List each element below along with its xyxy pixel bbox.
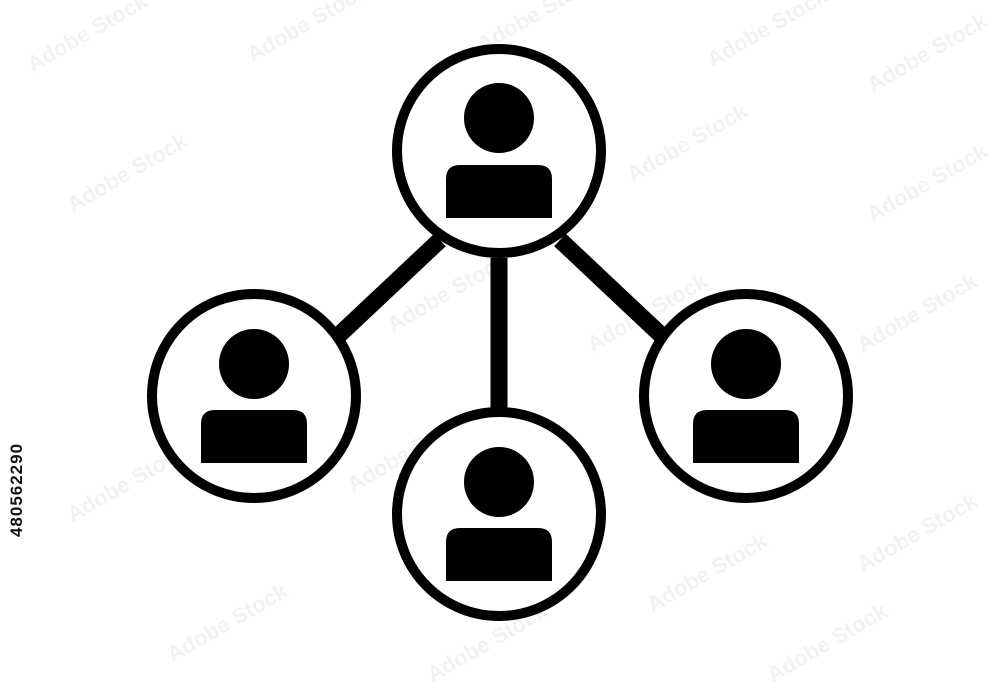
stock-image-id: 480562290 <box>7 442 26 538</box>
connector-hub-left <box>332 233 446 343</box>
connector-hub-right <box>554 233 668 343</box>
hub-node <box>392 44 606 258</box>
user-icon <box>446 83 552 218</box>
bottom-node <box>392 407 606 621</box>
right-node <box>639 289 853 503</box>
network-diagram <box>147 44 853 621</box>
user-icon <box>201 329 307 463</box>
left-node <box>147 289 361 503</box>
user-icon <box>446 447 552 581</box>
connectors <box>332 233 668 410</box>
user-icon <box>693 329 799 463</box>
